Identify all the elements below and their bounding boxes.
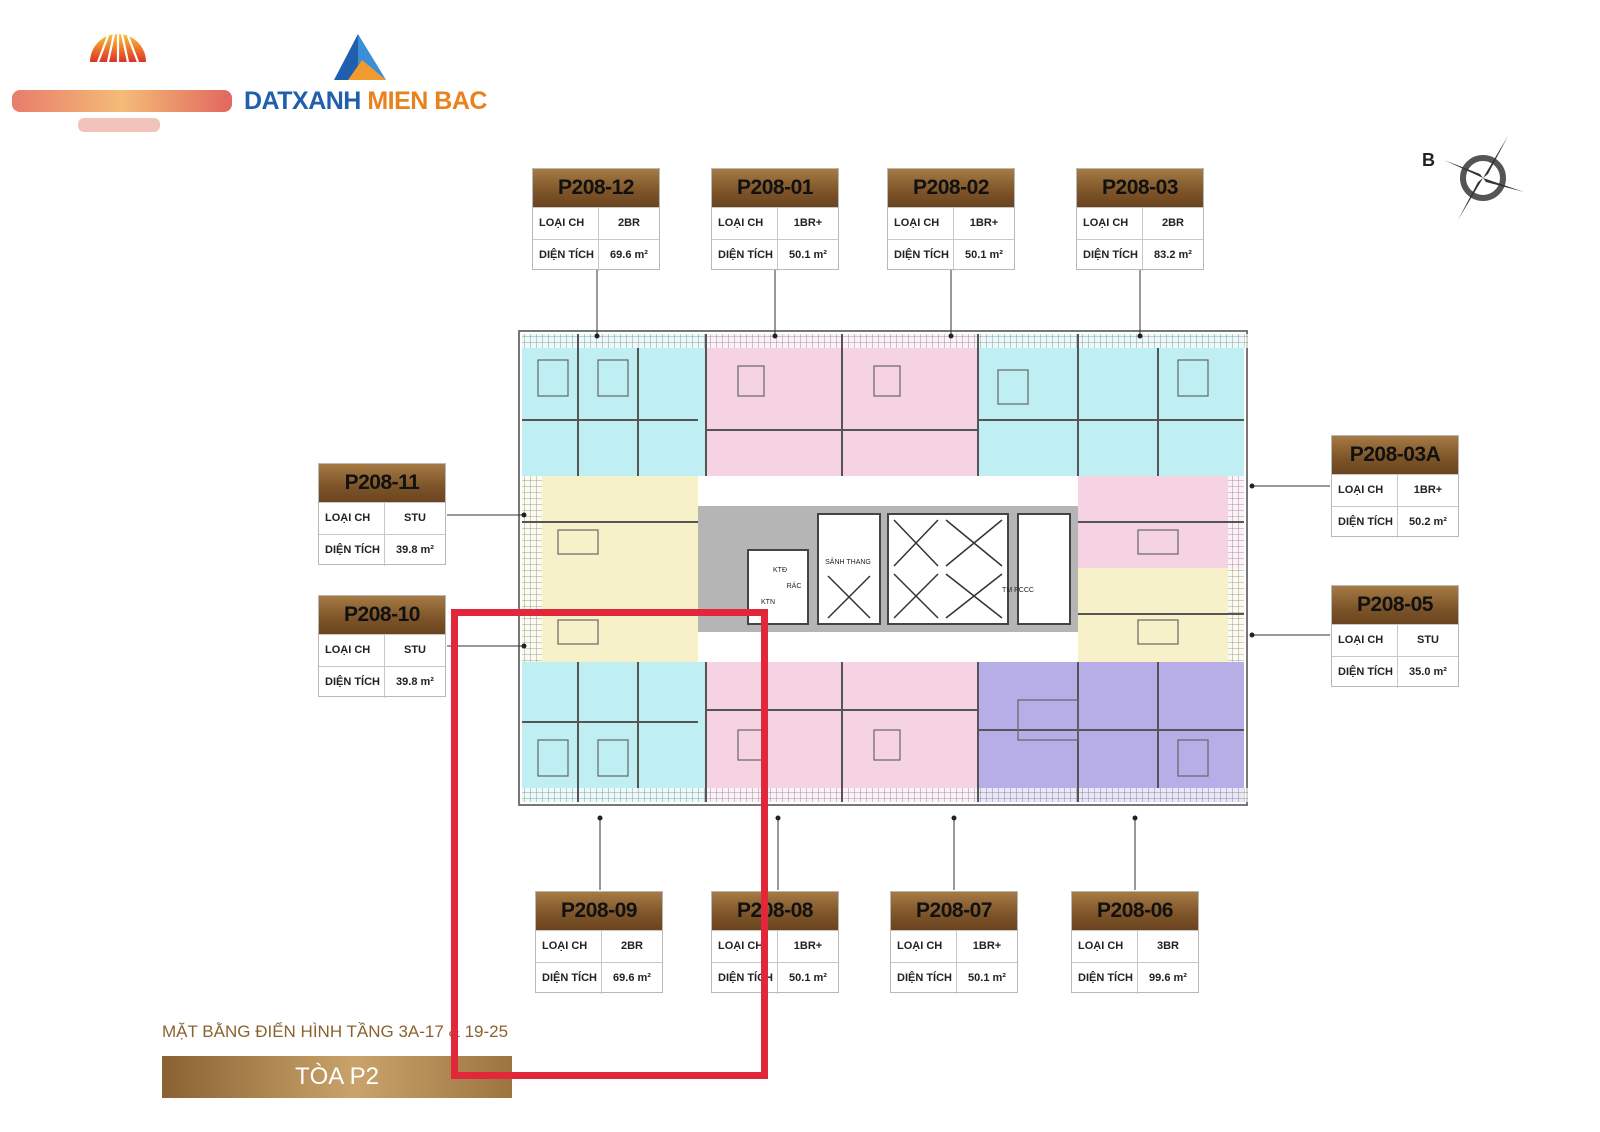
type-value: 2BR [617,217,640,229]
area-label: DIỆN TÍCH [712,240,778,271]
type-value: 1BR+ [793,217,823,229]
unit-card-p208-08: P208-08 LOẠI CH 1BR+ DIỆN TÍCH 50.1 m² [711,891,839,994]
compass: B [1420,130,1530,230]
unit-code: P208-12 [533,169,659,207]
area-label: DIỆN TÍCH [1332,507,1398,538]
type-value: 1BR+ [972,940,1002,952]
type-label: LOẠI CH [536,931,602,962]
type-label: LOẠI CH [319,503,385,534]
area-value: 50.1 m² [968,972,1006,984]
unit-card-p208-11: P208-11 LOẠI CH STU DIỆN TÍCH 39.8 m² [318,463,446,566]
unit-card-p208-09: P208-09 LOẠI CH 2BR DIỆN TÍCH 69.6 m² [535,891,663,994]
sun-grand-logo [8,10,238,140]
area-value: 99.6 m² [1149,972,1187,984]
type-label: LOẠI CH [712,208,778,239]
area-value: 50.2 m² [1409,516,1447,528]
area-value: 35.0 m² [1409,666,1447,678]
area-label: DIỆN TÍCH [712,963,778,994]
area-value: 83.2 m² [1154,249,1192,261]
datxanh-wordmark: DATXANH MIEN BAC [244,87,487,115]
unit-code: P208-08 [712,892,838,930]
area-label: DIỆN TÍCH [533,240,599,271]
unit-code: P208-03 [1077,169,1203,207]
area-label: DIỆN TÍCH [1077,240,1143,271]
unit-p208-06 [978,662,1244,802]
unit-card-p208-12: P208-12 LOẠI CH 2BR DIỆN TÍCH 69.6 m² [532,168,660,271]
fire-room-label: TM PCCC [1002,587,1034,594]
unit-card-p208-02: P208-02 LOẠI CH 1BR+ DIỆN TÍCH 50.1 m² [887,168,1015,271]
type-label: LOẠI CH [1332,625,1398,656]
unit-code: P208-01 [712,169,838,207]
unit-code: P208-06 [1072,892,1198,930]
unit-code: P208-11 [319,464,445,502]
unit-card-p208-06: P208-06 LOẠI CH 3BR DIỆN TÍCH 99.6 m² [1071,891,1199,994]
type-value: 2BR [1161,217,1184,229]
trash-label: RÁC [787,581,802,590]
floor-plan: SẢNH THANG TM PCCC KTĐ KTN RÁC [518,330,1248,806]
type-value: 1BR+ [1413,484,1443,496]
type-value: 2BR [620,940,643,952]
unit-p208-12 [522,334,706,476]
area-label: DIỆN TÍCH [536,963,602,994]
area-value: 69.6 m² [613,972,651,984]
area-value: 69.6 m² [610,249,648,261]
unit-card-p208-10: P208-10 LOẠI CH STU DIỆN TÍCH 39.8 m² [318,595,446,698]
type-label: LOẠI CH [533,208,599,239]
north-label: B [1422,150,1435,170]
triangle-logo-icon [334,34,386,80]
type-value: 1BR+ [969,217,999,229]
type-value: STU [1417,634,1439,646]
area-label: DIỆN TÍCH [1332,657,1398,688]
type-label: LOẠI CH [1072,931,1138,962]
unit-code: P208-02 [888,169,1014,207]
type-value: 1BR+ [793,940,823,952]
area-label: DIỆN TÍCH [888,240,954,271]
type-value: STU [404,512,426,524]
ktn-label: KTN [761,599,775,606]
area-value: 39.8 m² [396,676,434,688]
unit-code: P208-07 [891,892,1017,930]
unit-p208-02 [842,334,978,476]
unit-code: P208-10 [319,596,445,634]
area-label: DIỆN TÍCH [319,667,385,698]
type-label: LOẠI CH [319,635,385,666]
datxanh-logo: DATXANH MIEN BAC [244,30,494,120]
corridor-top [698,476,1078,506]
unit-code: P208-09 [536,892,662,930]
unit-p208-09 [522,662,706,802]
floor-caption: MẶT BẰNG ĐIỂN HÌNH TẦNG 3A-17 & 19-25 [162,1022,509,1041]
unit-code: P208-03A [1332,436,1458,474]
type-value: STU [404,644,426,656]
unit-card-p208-03: P208-03 LOẠI CH 2BR DIỆN TÍCH 83.2 m² [1076,168,1204,271]
type-label: LOẠI CH [888,208,954,239]
unit-p208-03 [978,334,1244,476]
unit-card-p208-07: P208-07 LOẠI CH 1BR+ DIỆN TÍCH 50.1 m² [890,891,1018,994]
unit-p208-08 [706,662,842,802]
type-label: LOẠI CH [712,931,778,962]
sun-shell-icon [12,33,232,132]
area-label: DIỆN TÍCH [1072,963,1138,994]
type-label: LOẠI CH [1332,475,1398,506]
type-label: LOẠI CH [891,931,957,962]
area-value: 50.1 m² [789,249,827,261]
unit-p208-01 [706,334,842,476]
area-value: 50.1 m² [789,972,827,984]
unit-card-p208-05: P208-05 LOẠI CH STU DIỆN TÍCH 35.0 m² [1331,585,1459,688]
lobby-label: SẢNH THANG [825,557,871,566]
area-label: DIỆN TÍCH [319,535,385,566]
compass-rose-icon [1444,136,1524,220]
type-value: 3BR [1156,940,1179,952]
area-value: 50.1 m² [965,249,1003,261]
unit-card-p208-03a: P208-03A LOẠI CH 1BR+ DIỆN TÍCH 50.2 m² [1331,435,1459,538]
tower-label: TÒA P2 [294,1063,380,1090]
unit-code: P208-05 [1332,586,1458,624]
area-value: 39.8 m² [396,544,434,556]
ktd-label: KTĐ [773,567,787,574]
area-label: DIỆN TÍCH [891,963,957,994]
unit-p208-07 [842,662,978,802]
highlight-box [451,609,768,1079]
type-label: LOẠI CH [1077,208,1143,239]
unit-card-p208-01: P208-01 LOẠI CH 1BR+ DIỆN TÍCH 50.1 m² [711,168,839,271]
